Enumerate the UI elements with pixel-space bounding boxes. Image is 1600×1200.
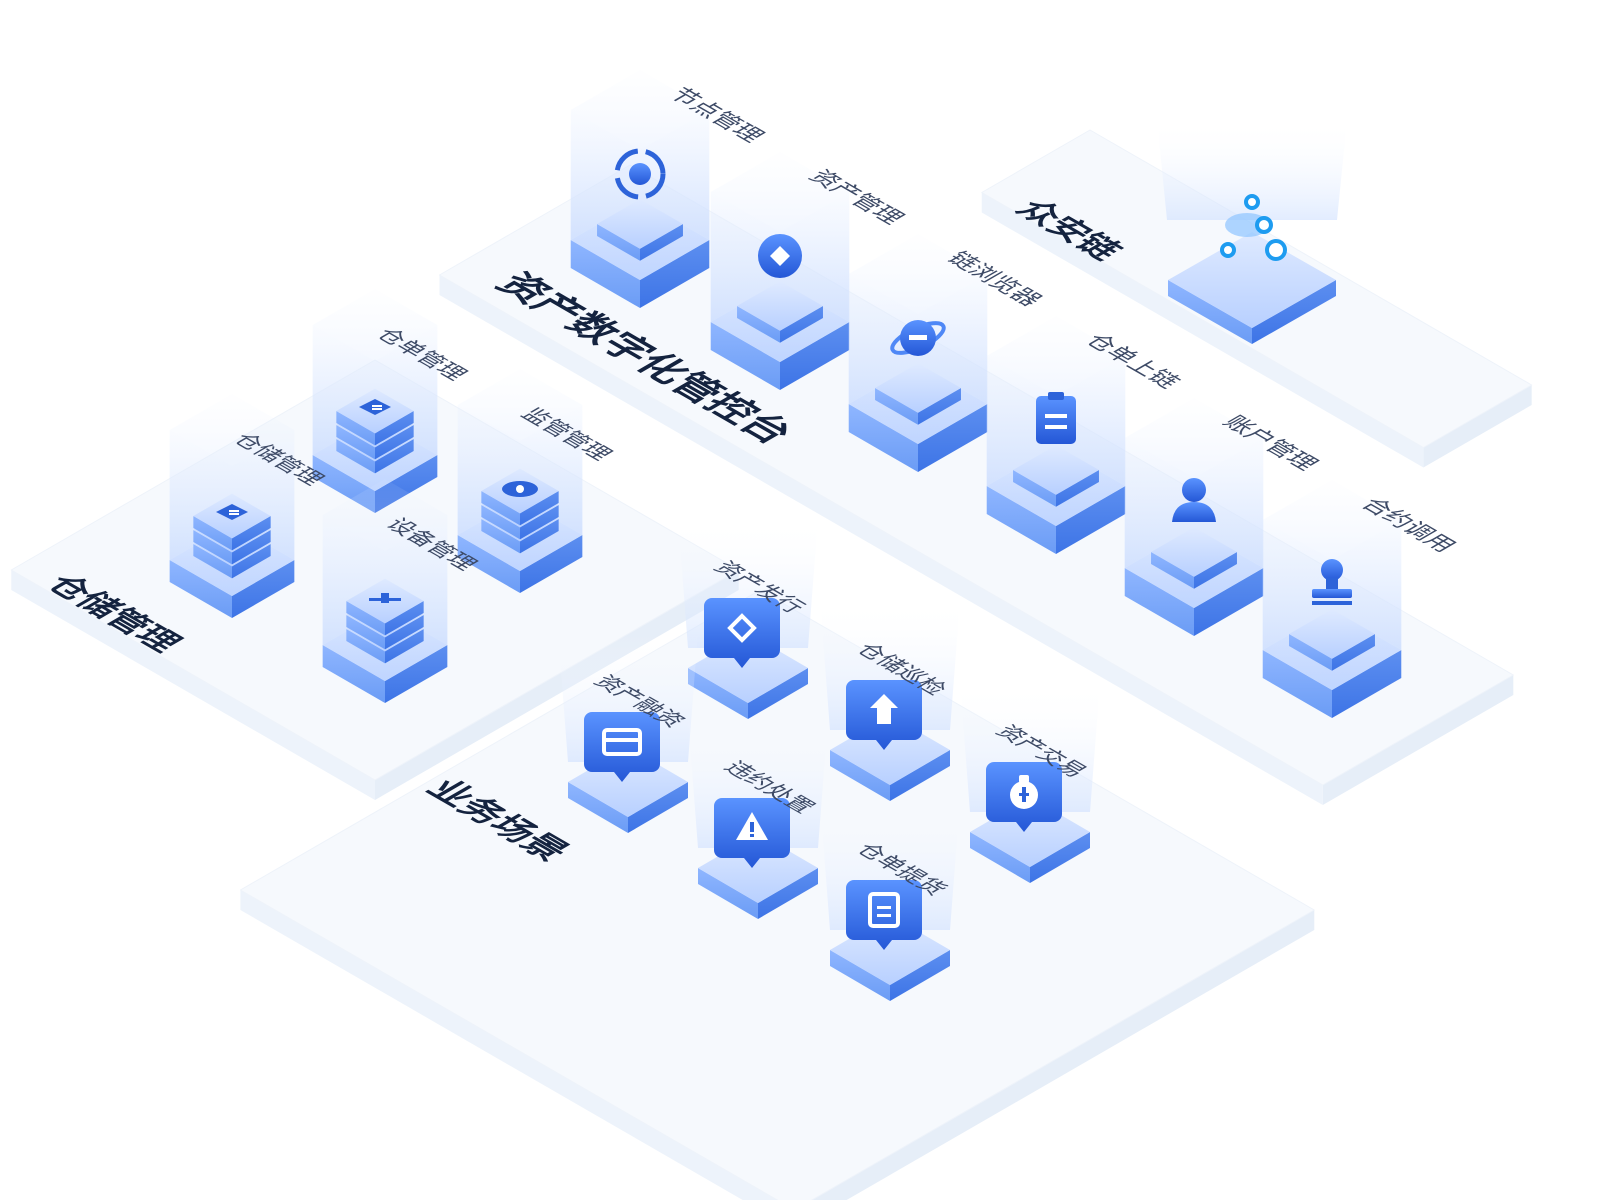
business-module-4[interactable]: 违约处置 — [688, 718, 828, 919]
console-module-1[interactable]: 节点管理 — [570, 70, 770, 308]
module-layer: 节点管理资产管理链浏览器仓单上链账户管理合约调用仓单管理监管管理仓储管理设备管理… — [169, 70, 1462, 1001]
business-module-1[interactable]: 资产发行 — [678, 518, 818, 719]
business-module-2[interactable]: 仓储巡检 — [820, 600, 960, 801]
console-module-6[interactable]: 合约调用 — [1262, 480, 1462, 718]
console-module-5[interactable]: 账户管理 — [1124, 398, 1324, 636]
business-module-5[interactable]: 资产交易 — [960, 682, 1100, 883]
business-module-3[interactable]: 资产融资 — [558, 632, 698, 833]
console-module-2[interactable]: 资产管理 — [710, 152, 910, 390]
chain-module[interactable] — [1157, 120, 1347, 344]
chain-nodes-icon — [1220, 194, 1287, 261]
warehouse-module-4[interactable]: 设备管理 — [322, 479, 482, 703]
business-module-6[interactable]: 仓单提货 — [820, 800, 960, 1001]
console-platform — [438, 164, 1514, 805]
warehouse-module-3[interactable]: 仓储管理 — [169, 394, 329, 618]
